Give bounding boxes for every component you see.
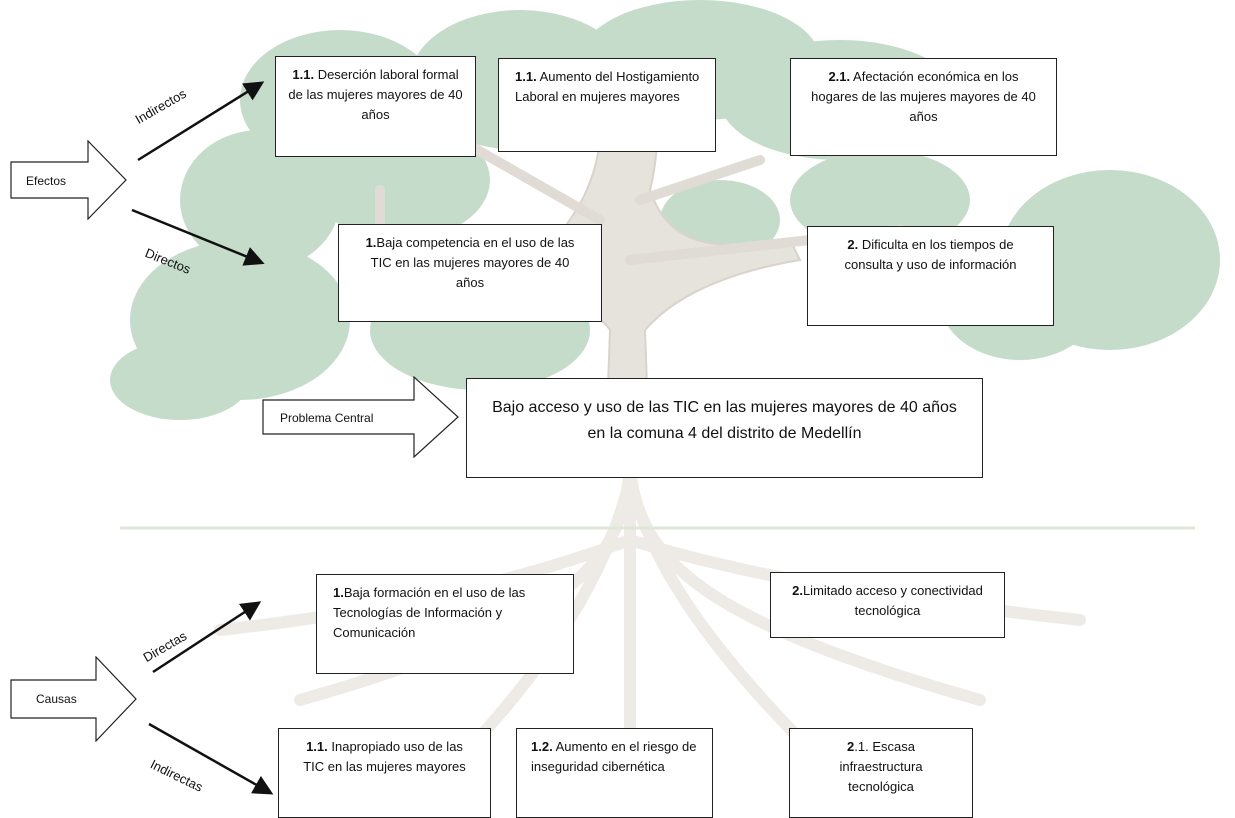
central-problem: Bajo acceso y uso de las TIC en las muje… (466, 378, 983, 478)
cause-indirect-2-num: 1.2. (531, 739, 553, 754)
effect-direct-2-text: Dificulta en los tiempos de consulta y u… (844, 237, 1017, 272)
effect-indirect-2-num: 1.1. (515, 69, 537, 84)
effect-direct-2: 2. Dificulta en los tiempos de consulta … (807, 226, 1054, 326)
effect-indirect-2: 1.1. Aumento del Hostigamiento Laboral e… (498, 58, 716, 152)
cause-indirect-3-text: .1. Escasa infraestructura tecnológica (839, 739, 923, 794)
causes-branch-arrows (148, 601, 274, 795)
cause-direct-1-num: 1. (333, 585, 344, 600)
effects-branch-arrows (131, 81, 265, 266)
cause-indirect-2-text: Aumento en el riesgo de inseguridad cibe… (531, 739, 697, 774)
effects-label: Efectos (26, 174, 67, 188)
cause-direct-2: 2.Limitado acceso y conectividad tecnoló… (770, 572, 1005, 638)
effect-direct-1-num: 1. (365, 235, 377, 250)
effect-indirect-3-text: Afectación económica en los hogares de l… (811, 69, 1036, 124)
cause-direct-2-text: Limitado acceso y conectividad tecnológi… (802, 583, 983, 618)
cause-indirect-1-text: Inapropiado uso de las TIC en las mujere… (303, 739, 466, 774)
effect-indirect-3-num: 2.1. (828, 69, 851, 84)
effect-indirect-3: 2.1. Afectación económica en los hogares… (790, 58, 1057, 156)
problem-arrow (262, 376, 459, 458)
effect-indirect-2-text: Aumento del Hostigamiento Laboral en muj… (515, 69, 700, 104)
cause-indirect-3-num: 2 (847, 739, 855, 754)
cause-direct-2-num: 2. (792, 583, 803, 598)
effects-arrow (10, 140, 127, 220)
cause-indirect-1: 1.1. Inapropiado uso de las TIC en las m… (278, 728, 491, 818)
cause-indirect-1-num: 1.1. (306, 739, 328, 754)
effect-indirect-1: 1.1. Deserción laboral formal de las muj… (275, 56, 476, 157)
causes-label: Causas (36, 692, 77, 706)
tree-branches (375, 135, 905, 265)
causes-arrow (10, 656, 137, 742)
cause-direct-1-text: Baja formación en el uso de las Tecnolog… (333, 585, 526, 640)
cause-direct-1: 1.Baja formación en el uso de las Tecnol… (316, 574, 574, 674)
effect-direct-1: 1.Baja competencia en el uso de las TIC … (338, 224, 602, 322)
effect-indirect-1-num: 1.1. (292, 67, 315, 82)
effect-indirect-1-text: Deserción laboral formal de las mujeres … (288, 67, 463, 122)
problem-label: Problema Central (280, 411, 374, 425)
effect-direct-2-num: 2. (847, 237, 859, 252)
cause-indirect-3: 2.1. Escasa infraestructura tecnológica (789, 728, 973, 818)
cause-indirect-2: 1.2. Aumento en el riesgo de inseguridad… (516, 728, 713, 818)
effect-direct-1-text: Baja competencia en el uso de las TIC en… (370, 235, 575, 290)
